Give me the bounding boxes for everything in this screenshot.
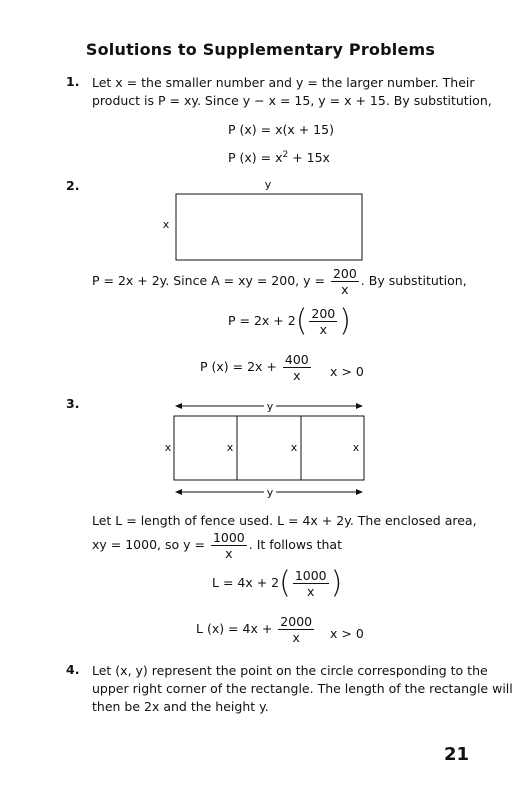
denominator: x [319, 322, 328, 337]
denominator: x [225, 546, 233, 561]
numerator: 200 [309, 306, 338, 322]
rect-label-left: x [163, 218, 170, 231]
page-title: Solutions to Supplementary Problems [85, 40, 436, 59]
problem-3-line-1: Let L = length of fence used. L = 4x + 2… [92, 513, 477, 528]
text-post: . By substitution, [360, 273, 467, 288]
equation-pre: P (x) = 2x + [200, 359, 277, 374]
diagram-label-bottom: y [267, 486, 274, 499]
problem-2-line-1: P = 2x + 2y. Since A = xy = 200, y = 200… [92, 266, 467, 297]
problem-4-line-1: Let (x, y) represent the point on the ci… [92, 663, 488, 678]
problem-1-equation-2: P (x) = x2 + 15x [228, 150, 330, 165]
problem-3-fence-diagram: y x x x x y [165, 400, 365, 499]
outer-rectangle [173, 415, 365, 481]
numerator: 2000 [278, 614, 315, 630]
problem-2-rectangle-diagram: y x [163, 178, 363, 261]
problem-1-line-2: product is P = xy. Since y − x = 15, y =… [92, 93, 492, 108]
problem-3-number: 3. [66, 396, 80, 411]
diagram-label-x-4: x [353, 441, 360, 454]
rect-label-top: y [265, 178, 272, 191]
text-pre: xy = 1000, so y = [92, 537, 205, 552]
problem-1-line-1: Let x = the smaller number and y = the l… [92, 75, 475, 90]
problem-2-number: 2. [66, 178, 80, 193]
denominator: x [307, 584, 315, 599]
diagram-label-top: y [267, 400, 274, 413]
numerator: 400 [282, 352, 311, 368]
problem-1-equation-1: P (x) = x(x + 15) [228, 122, 334, 137]
denominator: x [293, 368, 301, 383]
rectangle [175, 193, 363, 261]
denominator: x [292, 630, 300, 645]
numerator: 1000 [210, 530, 247, 546]
text-pre: P = 2x + 2y. Since A = xy = 200, y = [92, 273, 325, 288]
denominator: x [341, 282, 349, 297]
problem-4-number: 4. [66, 662, 80, 677]
problem-4-line-2: upper right corner of the rectangle. The… [92, 681, 513, 696]
equation-2-lhs: P (x) = x [228, 150, 283, 166]
page-number: 21 [443, 744, 469, 765]
equation-pre: L = 4x + 2 [212, 575, 280, 590]
problem-3-condition: x > 0 [330, 626, 364, 641]
equation-pre: P = 2x + 2 [228, 313, 296, 328]
problem-1-number: 1. [66, 74, 80, 89]
problem-4-line-3: then be 2x and the height y. [92, 699, 269, 714]
numerator: 1000 [292, 568, 329, 584]
text-post: . It follows that [248, 537, 342, 552]
problem-2-condition: x > 0 [330, 364, 364, 379]
numerator: 200 [330, 266, 359, 282]
diagram-label-x-1: x [165, 441, 172, 454]
exponent: 2 [282, 150, 289, 160]
equation-pre: L (x) = 4x + [196, 621, 273, 636]
diagram-label-x-2: x [227, 441, 234, 454]
diagram-label-x-3: x [291, 441, 298, 454]
equation-2-rhs: + 15x [288, 150, 330, 166]
